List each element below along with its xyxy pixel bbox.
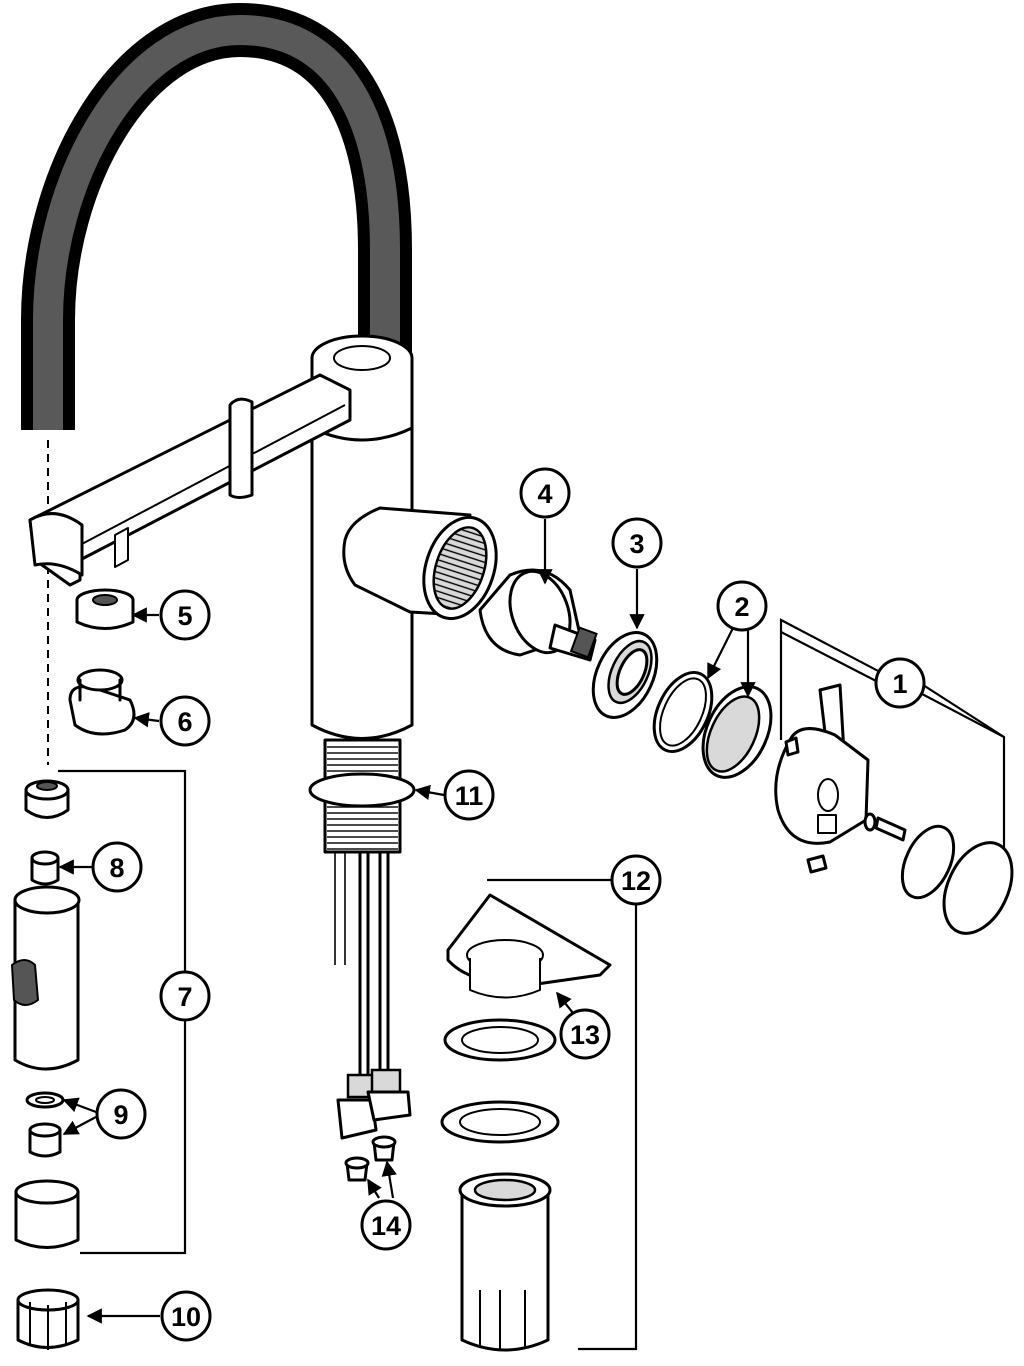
- svg-text:6: 6: [177, 707, 192, 737]
- callout-5: 5: [159, 589, 211, 641]
- callout-1: 1: [874, 657, 926, 709]
- svg-text:1: 1: [892, 669, 907, 699]
- part-9-washer-and-insert: [25, 1091, 65, 1158]
- callout-14: 14: [360, 1199, 412, 1251]
- bracket-12: [487, 878, 638, 1351]
- callout-10: 10: [160, 1290, 212, 1342]
- part-2-seal-and-ring: [652, 670, 773, 779]
- part-8-filter: [30, 850, 60, 886]
- svg-text:11: 11: [455, 781, 484, 811]
- part-13-mounting-plate: [446, 893, 612, 999]
- pull-down-hose: [21, 2, 412, 430]
- callout-2: 2: [716, 580, 768, 632]
- callout-7: 7: [159, 970, 211, 1022]
- svg-text:8: 8: [109, 853, 124, 883]
- callout-9: 9: [95, 1088, 147, 1140]
- part-6-clip: [68, 668, 136, 736]
- part-5-aerator: [75, 588, 135, 630]
- callout-13: 13: [559, 1008, 611, 1060]
- callout-leaders: [58, 519, 1005, 1324]
- part-10-cap: [16, 1288, 80, 1350]
- part-11-o-ring: [308, 772, 416, 808]
- part-7-spray-head: [10, 779, 81, 1249]
- callout-3: 3: [611, 517, 663, 569]
- svg-text:4: 4: [537, 479, 552, 509]
- svg-text:13: 13: [570, 1020, 600, 1050]
- svg-text:2: 2: [734, 592, 749, 622]
- callout-8: 8: [91, 841, 143, 893]
- svg-text:7: 7: [177, 982, 192, 1012]
- callout-12: 12: [610, 854, 662, 906]
- svg-text:3: 3: [629, 529, 644, 559]
- part-14-fittings: [344, 1135, 397, 1182]
- part-4-cartridge: [478, 568, 598, 662]
- callout-11: 11: [443, 769, 495, 821]
- svg-text:12: 12: [621, 866, 651, 896]
- svg-text:10: 10: [171, 1302, 201, 1332]
- svg-text:9: 9: [113, 1100, 128, 1130]
- part-3-bonnet-nut: [591, 631, 659, 719]
- faucet-body: [28, 334, 498, 740]
- callout-4: 4: [519, 467, 571, 519]
- svg-text:5: 5: [177, 601, 192, 631]
- svg-text:14: 14: [371, 1211, 401, 1241]
- part-12-mounting-kit: [440, 1018, 560, 1352]
- callout-6: 6: [159, 695, 211, 747]
- part-1-handle-assembly: [774, 683, 1014, 935]
